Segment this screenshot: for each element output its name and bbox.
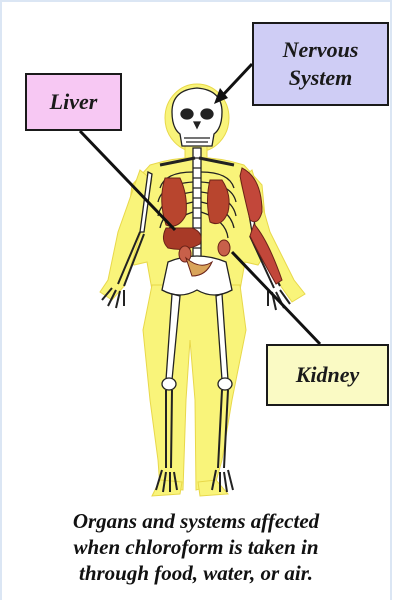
kidney-label-box: Kidney xyxy=(266,344,389,406)
caption: Organs and systems affected when chlorof… xyxy=(0,508,392,586)
caption-line1: Organs and systems affected xyxy=(0,508,392,534)
liver-shape xyxy=(163,228,201,249)
caption-line3: through food, water, or air. xyxy=(0,560,392,586)
nervous-label-line2: System xyxy=(289,64,353,92)
nervous-pointer-line xyxy=(222,64,252,96)
kidney-right-shape xyxy=(218,240,230,256)
liver-label-box: Liver xyxy=(25,73,122,131)
caption-line2: when chloroform is taken in xyxy=(0,534,392,560)
nervous-system-label-box: Nervous System xyxy=(252,22,389,106)
liver-label: Liver xyxy=(50,89,98,115)
nervous-label-line1: Nervous xyxy=(283,36,359,64)
kidney-label: Kidney xyxy=(296,362,360,388)
lung-right-shape xyxy=(208,180,230,224)
kidney-left-shape xyxy=(179,246,191,262)
